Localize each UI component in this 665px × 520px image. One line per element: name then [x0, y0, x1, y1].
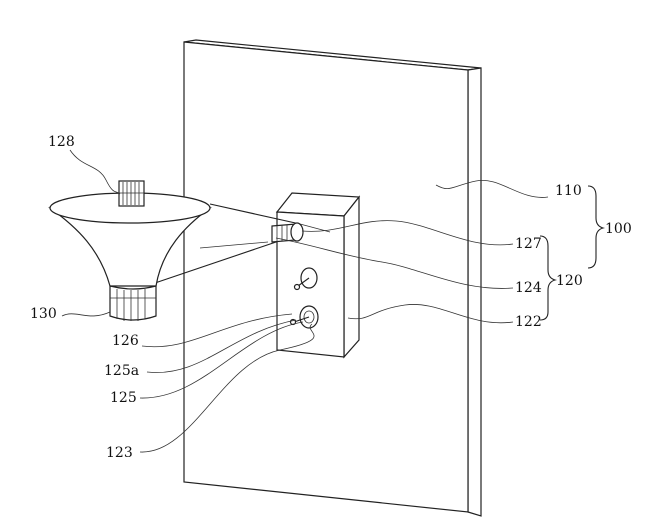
label-122: 122 — [515, 314, 542, 330]
horn-neck — [109, 285, 157, 321]
beam-line-upper — [209, 203, 301, 225]
label-100: 100 — [605, 221, 632, 237]
brace-100 — [587, 185, 605, 269]
switch-lower-125 — [289, 305, 319, 329]
label-126: 126 — [112, 333, 139, 349]
emitter-127 — [271, 222, 304, 243]
panel-side-edge — [467, 67, 482, 517]
label-125a: 125a — [104, 363, 139, 379]
horn-130 — [48, 192, 212, 321]
sensor-128 — [118, 180, 145, 207]
switch-upper-lever — [297, 277, 310, 287]
leader-126 — [141, 313, 293, 348]
leader-122 — [347, 304, 514, 324]
leader-110 — [435, 179, 549, 198]
leader-130 — [61, 311, 111, 317]
label-124: 124 — [515, 280, 542, 296]
leader-lines — [61, 149, 549, 453]
switch-lower-inner — [303, 310, 315, 324]
label-128: 128 — [48, 134, 75, 150]
beam-line-lower — [151, 239, 283, 285]
box-right-face — [343, 195, 360, 359]
label-110: 110 — [555, 183, 582, 199]
housing-box-122 — [275, 192, 361, 359]
label-125: 125 — [110, 390, 137, 406]
switch-lower-lever — [293, 316, 310, 323]
reference-labels: 128 110 100 127 120 124 130 122 126 125a… — [30, 134, 632, 461]
leader-128 — [69, 149, 121, 195]
leader-125a — [146, 319, 297, 373]
leader-123 — [139, 323, 315, 453]
leader-125 — [139, 321, 304, 399]
label-123: 123 — [106, 445, 133, 461]
leader-127 — [301, 220, 514, 246]
switch-upper-tip — [293, 283, 301, 291]
brace-120 — [539, 235, 557, 321]
label-130: 130 — [30, 306, 57, 322]
switch-upper — [293, 267, 318, 291]
label-120: 120 — [556, 273, 583, 289]
beam-line-middle — [199, 241, 269, 249]
leader-124 — [275, 237, 514, 289]
emitter-front-cap — [290, 222, 304, 242]
label-127: 127 — [515, 236, 542, 252]
